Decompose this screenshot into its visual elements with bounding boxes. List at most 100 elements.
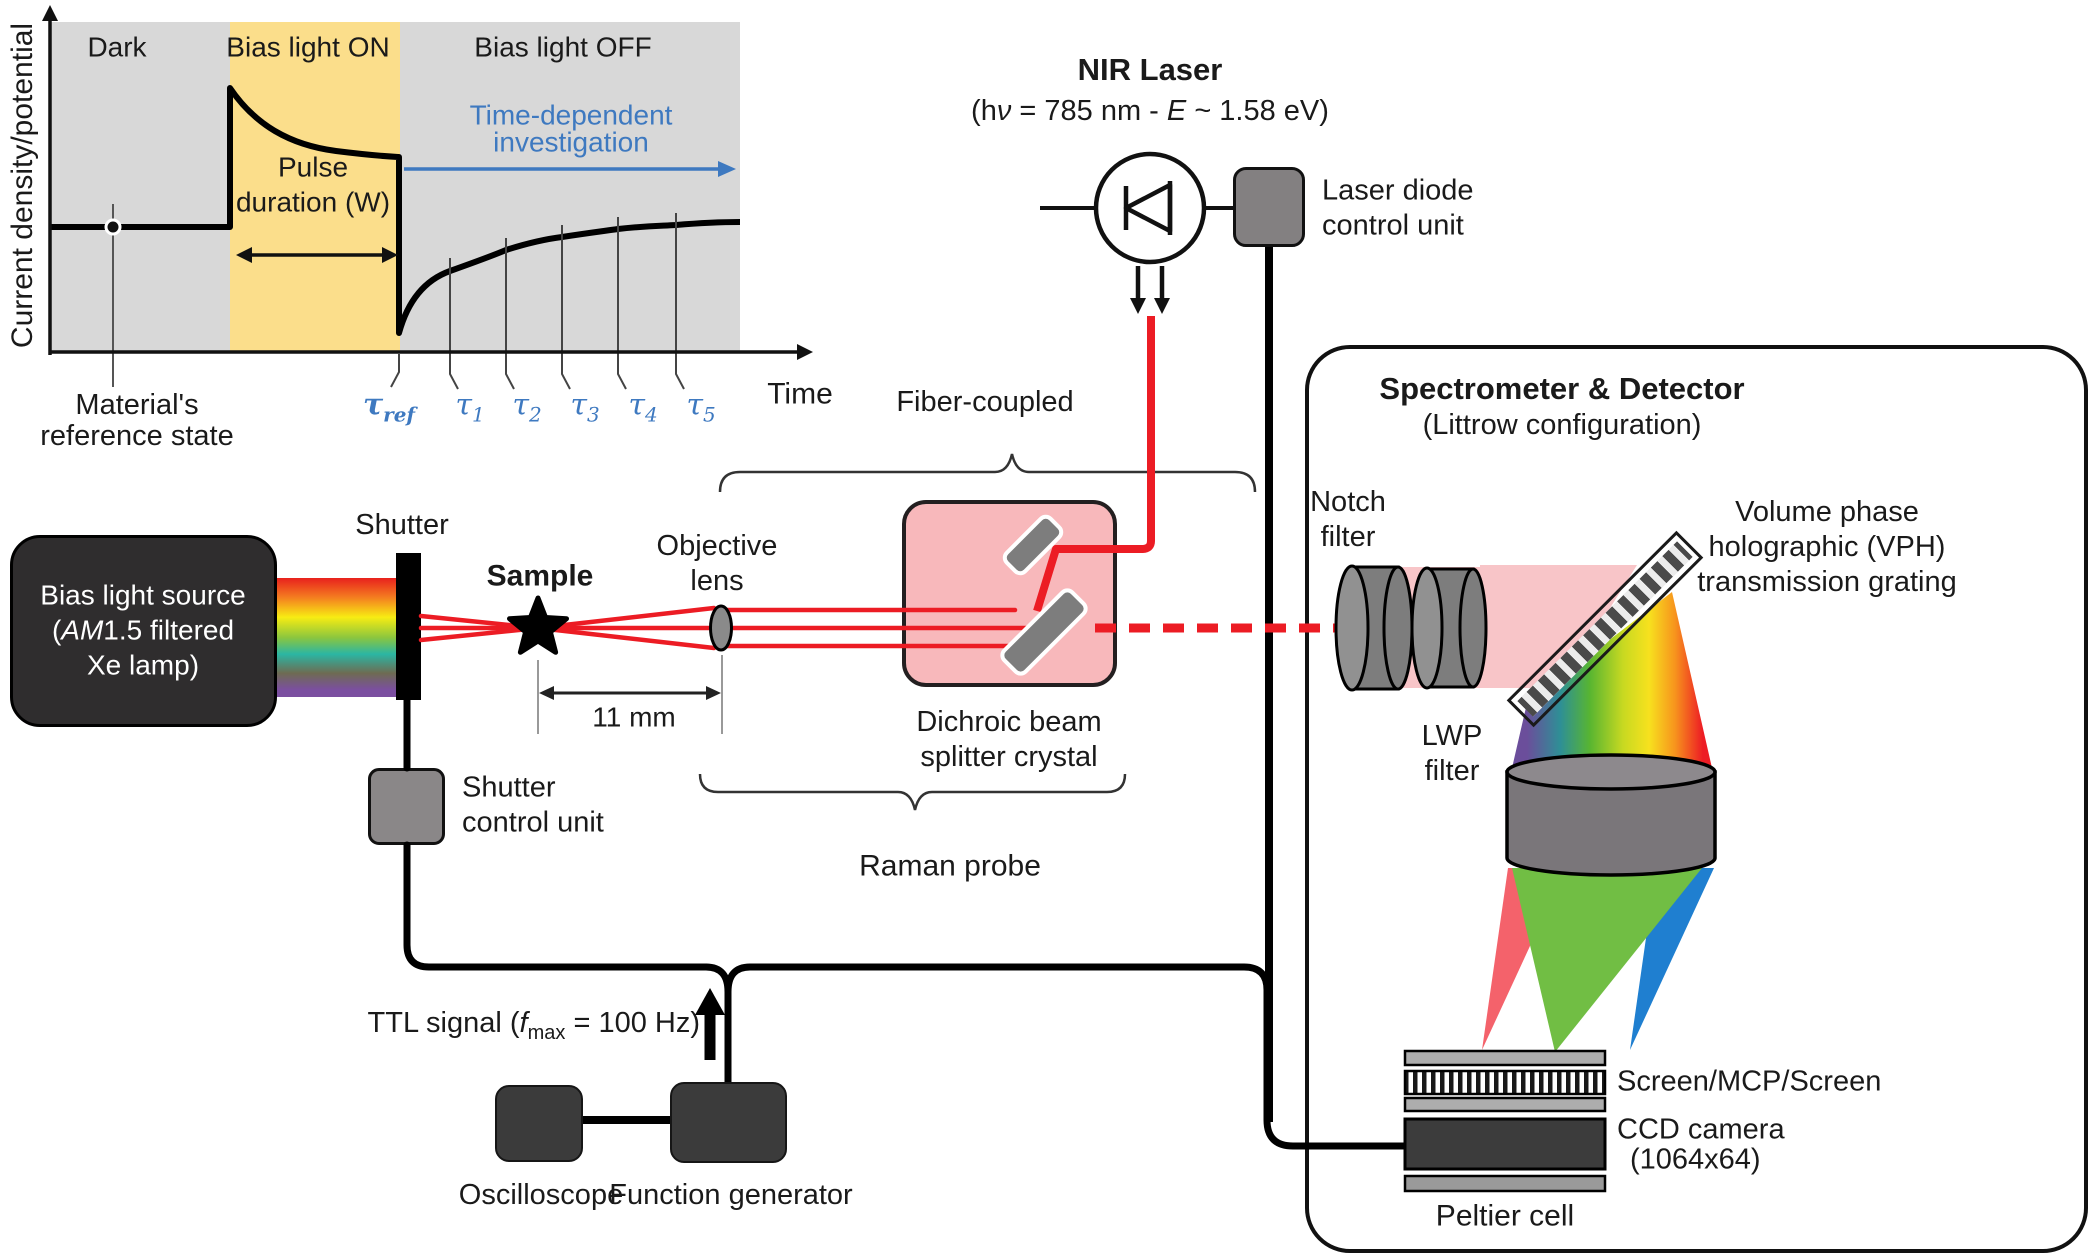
objective-lens	[709, 604, 733, 652]
pulse-label-line1: Pulse	[277, 151, 349, 183]
lwp-filter-left-face	[1410, 566, 1444, 690]
reference-label-line1: Material's	[75, 389, 199, 422]
raman-probe-label: Raman probe	[859, 849, 1041, 883]
bias-line2-p2: 1.5 filtered	[103, 614, 235, 646]
tau2-label: τ2	[512, 389, 541, 426]
function-generator-label: Function generator	[609, 1179, 853, 1212]
pulse-arrowhead-left	[236, 247, 252, 263]
tau1-sub: 1	[471, 402, 485, 427]
subtitle-p3: ~ 1.58 eV)	[1186, 95, 1329, 128]
objective-label-line1: Objective	[656, 530, 778, 563]
bias-label-line2: (AM1.5 filtered	[51, 614, 235, 647]
lwp-filter-right-face	[1458, 567, 1488, 689]
spectrometer-title: Spectrometer & Detector	[1379, 370, 1745, 406]
tau1-label: τ1	[455, 389, 484, 426]
investigation-label-line2: investigation	[493, 126, 649, 158]
tau1-symbol: τ	[455, 387, 472, 423]
bias-label-line1: Bias light source	[40, 579, 246, 611]
shutter-label: Shutter	[355, 509, 449, 542]
screen-top-bar	[1403, 1049, 1607, 1067]
tau2-symbol: τ	[512, 387, 529, 423]
tau4-symbol: τ	[628, 387, 645, 423]
cone-green	[1512, 868, 1702, 1052]
tau-ref-label: τref	[363, 389, 415, 426]
pink-beam	[1480, 565, 1637, 688]
shutter-bar	[396, 553, 421, 700]
tau3-symbol: τ	[570, 387, 587, 423]
region-label-dark: Dark	[87, 31, 147, 63]
shutter-control-label-line1: Shutter	[462, 771, 556, 804]
tau5-leader	[675, 213, 685, 390]
ttl-sub: max	[527, 1021, 566, 1044]
focus-lens-top	[1505, 753, 1717, 791]
pulse-arrowhead-right	[382, 247, 398, 263]
bias-line2-am: AM	[61, 614, 104, 646]
fiber-coupled-label: Fiber-coupled	[896, 386, 1074, 419]
function-generator-box	[670, 1082, 787, 1163]
emission-arrow2-head	[1154, 298, 1170, 314]
emission-arrow1-head	[1130, 298, 1146, 314]
tau-ref-symbol: τ	[362, 387, 384, 423]
rainbow-beam	[277, 578, 400, 697]
shutter-wire	[403, 696, 710, 971]
tau3-sub: 3	[586, 402, 600, 427]
tau4-sub: 4	[644, 402, 658, 427]
bias-label-line3: Xe lamp)	[86, 649, 200, 681]
subtitle-E: E	[1166, 95, 1187, 128]
notch-label-line2: filter	[1320, 521, 1376, 554]
inset-x-axis-label: Time	[767, 377, 833, 411]
ttl-f: f	[519, 1007, 528, 1040]
nir-laser-title: NIR Laser	[1077, 51, 1223, 87]
dichroic-label-line1: Dichroic beam	[916, 706, 1102, 739]
ccd-label-line2: (1064x64)	[1630, 1143, 1761, 1176]
bias-line2-p1: (	[51, 614, 62, 646]
region-label-bias-on: Bias light ON	[226, 31, 390, 63]
ttl-p1: TTL signal (	[367, 1007, 520, 1040]
dim-arrowhead-left	[539, 686, 554, 700]
inset-region-dark	[50, 22, 230, 352]
subtitle-p2: = 785 nm -	[1011, 95, 1167, 128]
peltier-label: Peltier cell	[1435, 1199, 1575, 1233]
oscilloscope-box	[495, 1085, 583, 1162]
notch-filter-right-face	[1382, 565, 1414, 691]
region-label-bias-off: Bias light OFF	[474, 31, 652, 63]
tau5-symbol: τ	[686, 387, 703, 423]
tau4-leader	[617, 217, 627, 390]
tau-ref-leader	[390, 354, 400, 388]
peltier-cell	[1403, 1174, 1607, 1193]
laser-fiber	[1033, 316, 1155, 613]
laser-diode-control-unit-box	[1233, 167, 1305, 247]
raman-probe-brace	[698, 773, 1127, 811]
tau2-leader	[505, 238, 515, 390]
inset-curve	[50, 85, 741, 336]
lwp-label-line2: filter	[1424, 755, 1480, 788]
inset-y-arrowhead	[42, 5, 58, 21]
dim-arrowhead-right	[706, 686, 721, 700]
junction-right-branch	[724, 963, 1414, 1150]
inset-y-axis-label: Current density/potential	[6, 22, 39, 349]
bias-light-source-box	[10, 535, 277, 727]
nir-laser-subtitle: (hν = 785 nm - E ~ 1.58 eV)	[971, 95, 1329, 128]
shutter-control-label-line2: control unit	[462, 806, 604, 839]
tau5-label: τ5	[686, 389, 715, 426]
tau-ref-sub: ref	[383, 402, 416, 427]
dispersion-cone	[1512, 592, 1712, 768]
objective-label-line2: lens	[690, 565, 744, 598]
vph-label-line3: transmission grating	[1697, 566, 1957, 599]
inset-region-bias-on	[230, 22, 400, 352]
inset-region-bias-off	[400, 22, 740, 352]
tau1-leader	[449, 258, 459, 390]
vph-label-line2: holographic (VPH)	[1708, 531, 1946, 564]
sample-label: Sample	[486, 559, 594, 593]
dichroic-box	[902, 500, 1117, 687]
excitation-beams	[418, 605, 1043, 651]
subtitle-p1: (h	[971, 95, 997, 128]
tau3-leader	[561, 225, 571, 390]
ttl-p2: = 100 Hz)	[565, 1007, 700, 1040]
pulse-label-line2: duration (W)	[235, 186, 391, 218]
lwp-label-line1: LWP	[1421, 720, 1483, 753]
vph-label-line1: Volume phase	[1735, 496, 1919, 529]
inset-x-arrowhead	[797, 344, 813, 360]
